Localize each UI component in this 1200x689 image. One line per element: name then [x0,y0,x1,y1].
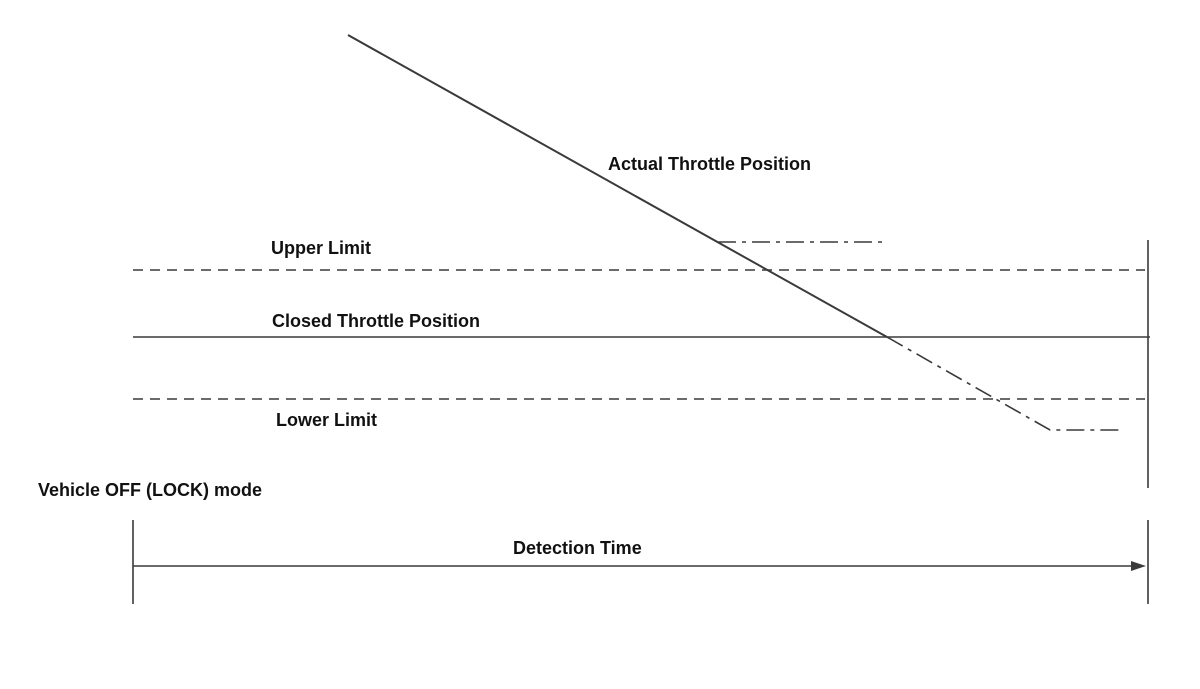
detection-time-arrowhead-icon [1131,561,1146,571]
lower-limit-label: Lower Limit [276,410,377,430]
actual-throttle-label: Actual Throttle Position [608,154,811,174]
detection-time-label: Detection Time [513,538,642,558]
actual-throttle-line [347,34,888,338]
closed-throttle-label: Closed Throttle Position [272,311,480,331]
mode-label: Vehicle OFF (LOCK) mode [38,480,262,500]
upper-limit-label: Upper Limit [271,238,371,258]
actual-throttle-continuation-line [886,336,1120,431]
